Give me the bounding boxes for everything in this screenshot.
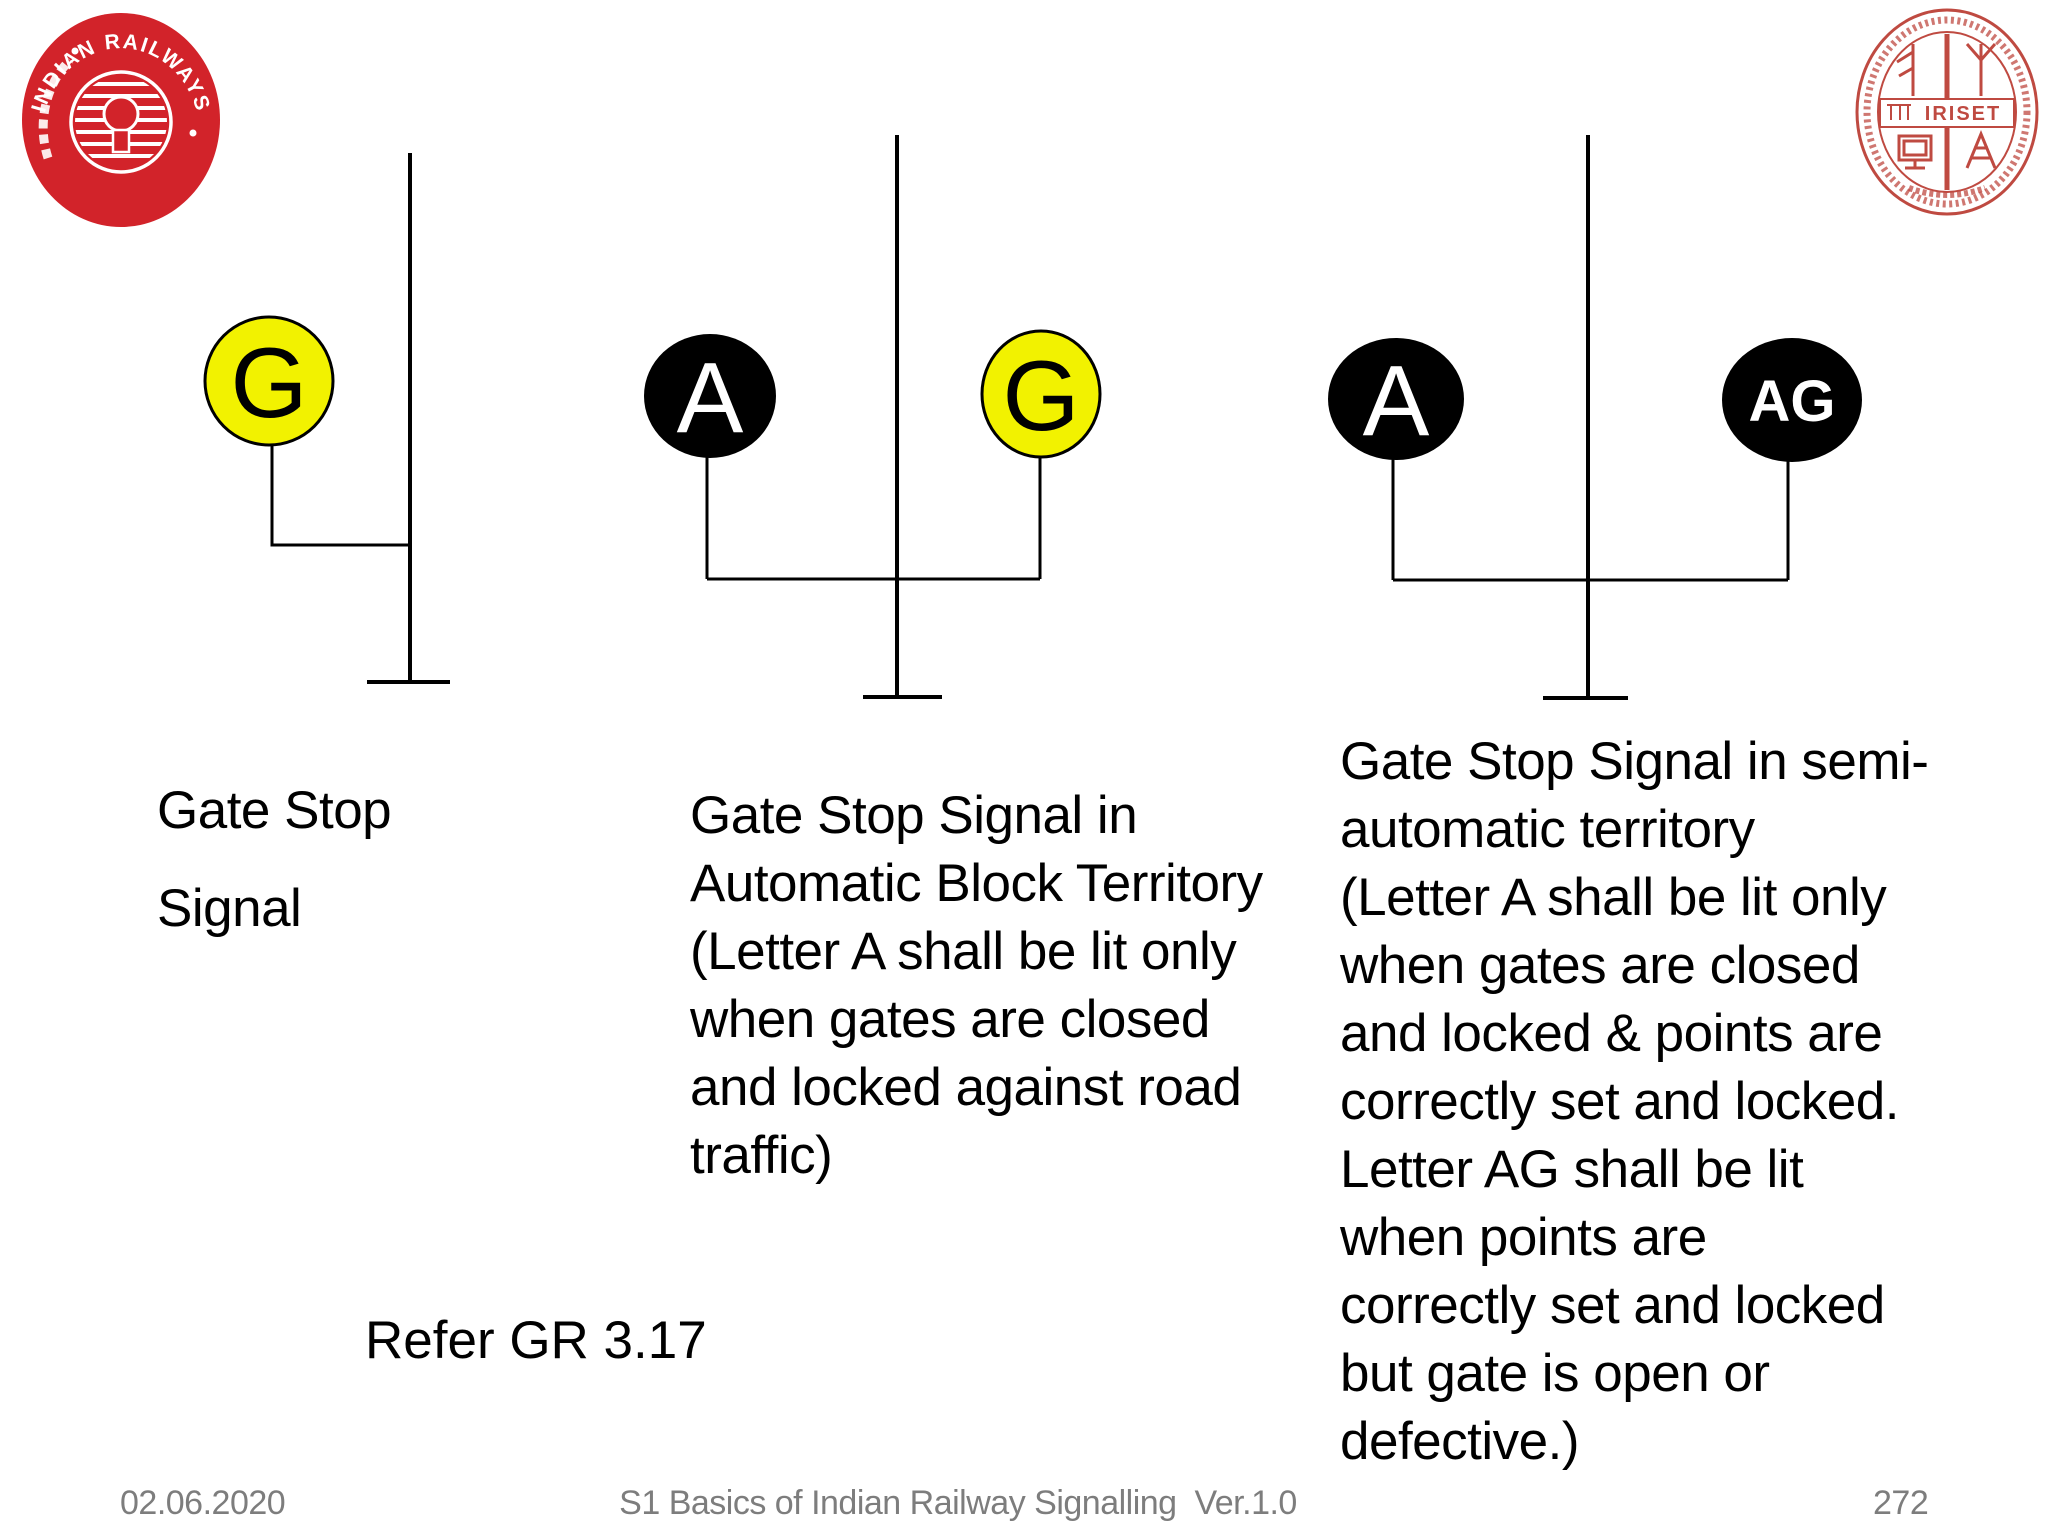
semi-auto-signal-caption: Gate Stop Signal in semi- automatic terr… (1340, 728, 1929, 1476)
caption-line: correctly set and locked (1340, 1276, 1885, 1335)
lamp-bracket (270, 440, 408, 547)
iriset-band-hindi-marks (1887, 104, 1911, 120)
lamp-G (980, 329, 1102, 459)
caption-line: when gates are closed (1340, 936, 1860, 995)
caption-line: (Letter A shall be lit only (690, 922, 1237, 981)
caption-line: defective.) (1340, 1412, 1580, 1471)
iriset-band (1879, 98, 2015, 128)
logo-dot (71, 47, 79, 55)
auto-block-signal-diagram: A G (644, 135, 1102, 699)
caption-line: Automatic Block Territory (690, 854, 1263, 913)
iriset-ribbon (1907, 185, 1987, 198)
iriset-semaphore-icon (1896, 44, 1915, 96)
iriset-tower-icon (1965, 130, 1997, 169)
iriset-logo-text: IRISET (1925, 103, 2001, 125)
iriset-logo: IRISET (1855, 8, 2039, 216)
caption-line: Letter AG shall be lit (1340, 1140, 1804, 1199)
caption-line: Gate Stop Signal in (690, 786, 1138, 845)
lamp-AG-letter: AG (1749, 369, 1836, 434)
logo-dot (189, 129, 197, 137)
auto-block-signal-caption: Gate Stop Signal in Automatic Block Terr… (690, 782, 1263, 1190)
lamp-A (1328, 338, 1464, 460)
caption-line: when points are (1340, 1208, 1707, 1267)
lamp-A-letter: A (1363, 345, 1430, 457)
lamp-AG (1722, 338, 1862, 462)
caption-line: Gate Stop Signal in semi- (1340, 732, 1929, 791)
logo-script-arc (38, 56, 74, 160)
caption-line: when gates are closed (690, 990, 1210, 1049)
caption-line: Signal (157, 879, 302, 938)
lamp-A (644, 334, 776, 458)
lamp-G-letter: G (230, 327, 307, 438)
semi-auto-signal-diagram: A AG (1328, 135, 1862, 700)
caption-line: and locked against road (690, 1058, 1242, 1117)
iriset-antenna-icon (1965, 43, 1997, 96)
lamp-A-letter: A (677, 342, 744, 454)
caption-line: but gate is open or (1340, 1344, 1770, 1403)
footer-title: S1 Basics of Indian Railway Signalling V… (619, 1484, 1297, 1522)
logo-locomotive-body (111, 128, 131, 154)
caption-line: and locked & points are (1340, 1004, 1883, 1063)
indian-railways-logo: INDIAN RAILWAYS (22, 13, 220, 227)
gate-stop-signal-diagram: G (203, 153, 450, 684)
logo-inner-ring (69, 70, 173, 174)
iriset-rim-text-arc (1863, 16, 2031, 208)
footer-date: 02.06.2020 (120, 1484, 286, 1522)
iriset-computer-icon (1897, 134, 1933, 170)
caption-line: Gate Stop (157, 781, 392, 840)
caption-line: traffic) (690, 1126, 833, 1185)
caption-line: correctly set and locked. (1340, 1072, 1899, 1131)
lamp-G-letter: G (1002, 340, 1079, 451)
footer-page-number: 272 (1873, 1484, 1929, 1522)
refer-note: Refer GR 3.17 (365, 1311, 707, 1370)
caption-line: automatic territory (1340, 800, 1755, 859)
lamp-G (203, 315, 335, 447)
caption-line: (Letter A shall be lit only (1340, 868, 1887, 927)
gate-stop-signal-caption: Gate Stop Signal (157, 777, 392, 943)
